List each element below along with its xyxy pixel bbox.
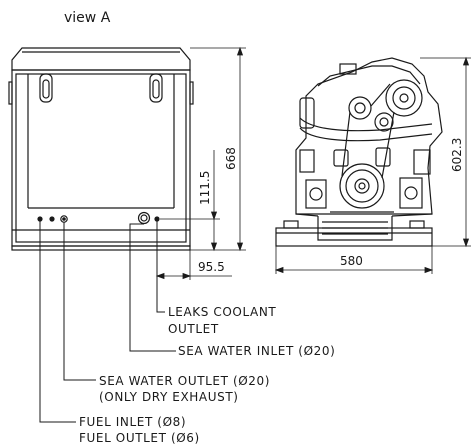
callout-leaks-coolant-line1: LEAKS COOLANT [168, 305, 277, 319]
enclosure-front-view [8, 47, 194, 251]
dimension-668: 668 [224, 147, 238, 170]
dimension-580: 580 [340, 254, 363, 268]
callout-sea-water-outlet-line1: SEA WATER OUTLET (Ø20) [99, 374, 271, 388]
engine-side-view [275, 57, 443, 247]
right-dimension-lines [274, 56, 471, 274]
callout-leaks-coolant-line2: OUTLET [168, 322, 219, 336]
dimension-602-3: 602.3 [450, 137, 464, 172]
callout-sea-water-outlet-line2: (ONLY DRY EXHAUST) [99, 390, 239, 404]
leader-lines [39, 219, 176, 423]
sea-water-inlet-port [137, 211, 151, 225]
view-title: view A [64, 10, 111, 26]
left-dimension-lines [155, 46, 246, 280]
callout-fuel-inlet: FUEL INLET (Ø8) [79, 415, 187, 429]
callout-fuel-outlet: FUEL OUTLET (Ø6) [79, 431, 200, 445]
callout-sea-water-inlet: SEA WATER INLET (Ø20) [178, 344, 336, 358]
right-handle-icon [149, 73, 163, 103]
dimension-111-5: 111.5 [198, 170, 212, 205]
left-handle-icon [39, 73, 53, 103]
fuel-ports [37, 215, 68, 223]
dimension-95-5: 95.5 [198, 260, 225, 274]
